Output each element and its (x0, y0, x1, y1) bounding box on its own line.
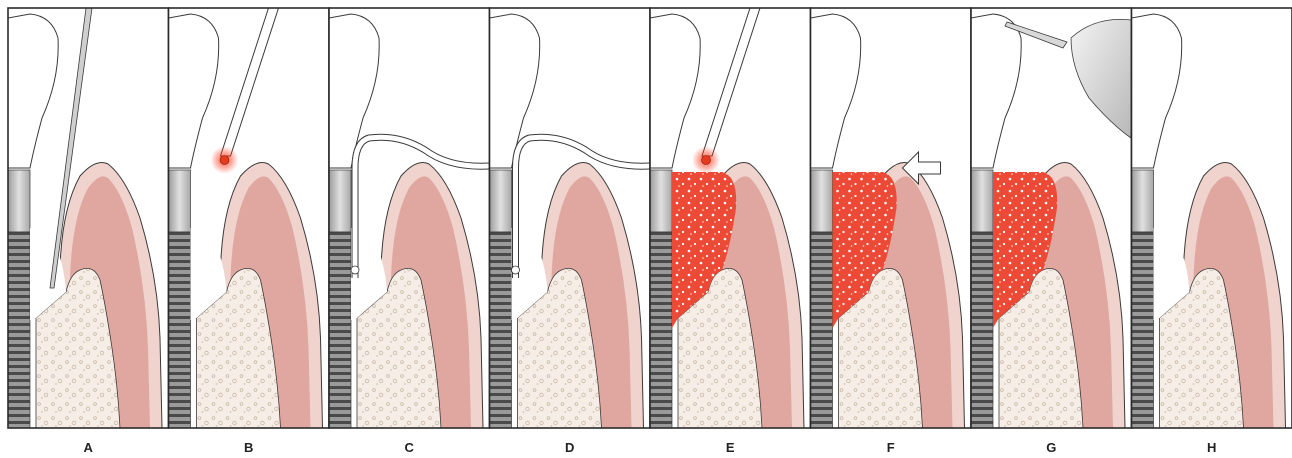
implant-threads (971, 232, 993, 432)
panel-d: D (490, 8, 651, 455)
implant-collar (1132, 170, 1154, 232)
panel-label: D (565, 440, 574, 455)
panel-f: F (811, 8, 972, 455)
implant-threads (490, 232, 512, 432)
panel-label: H (1207, 440, 1216, 455)
panel-label: C (405, 440, 415, 455)
implant-collar (650, 170, 672, 232)
panel-a: A (8, 8, 169, 455)
implant-collar (971, 170, 993, 232)
panel-label: G (1046, 440, 1056, 455)
implant-threads (8, 232, 30, 432)
panel-label: B (244, 440, 253, 455)
instrument-tip-icon (351, 266, 359, 274)
implant-threads (169, 232, 191, 432)
implant-collar (329, 170, 351, 232)
implant-threads (1132, 232, 1154, 432)
laser-tip-icon (220, 156, 229, 165)
panel-label: A (84, 440, 94, 455)
implant-collar (811, 170, 833, 232)
instrument-tip-icon (512, 266, 520, 274)
panel-b: B (169, 8, 330, 455)
panel-label: F (887, 440, 895, 455)
implant-threads (329, 232, 351, 432)
panel-h: H (1132, 8, 1292, 455)
panel-g: G (971, 8, 1132, 455)
panel-e: E (650, 8, 811, 455)
panel-label: E (726, 440, 735, 455)
panel-c: C (329, 8, 490, 455)
implant-collar (169, 170, 191, 232)
implant-threads (811, 232, 833, 432)
laser-tip-icon (702, 156, 711, 165)
implant-threads (650, 232, 672, 432)
implant-collar (490, 170, 512, 232)
implant-collar (8, 170, 30, 232)
